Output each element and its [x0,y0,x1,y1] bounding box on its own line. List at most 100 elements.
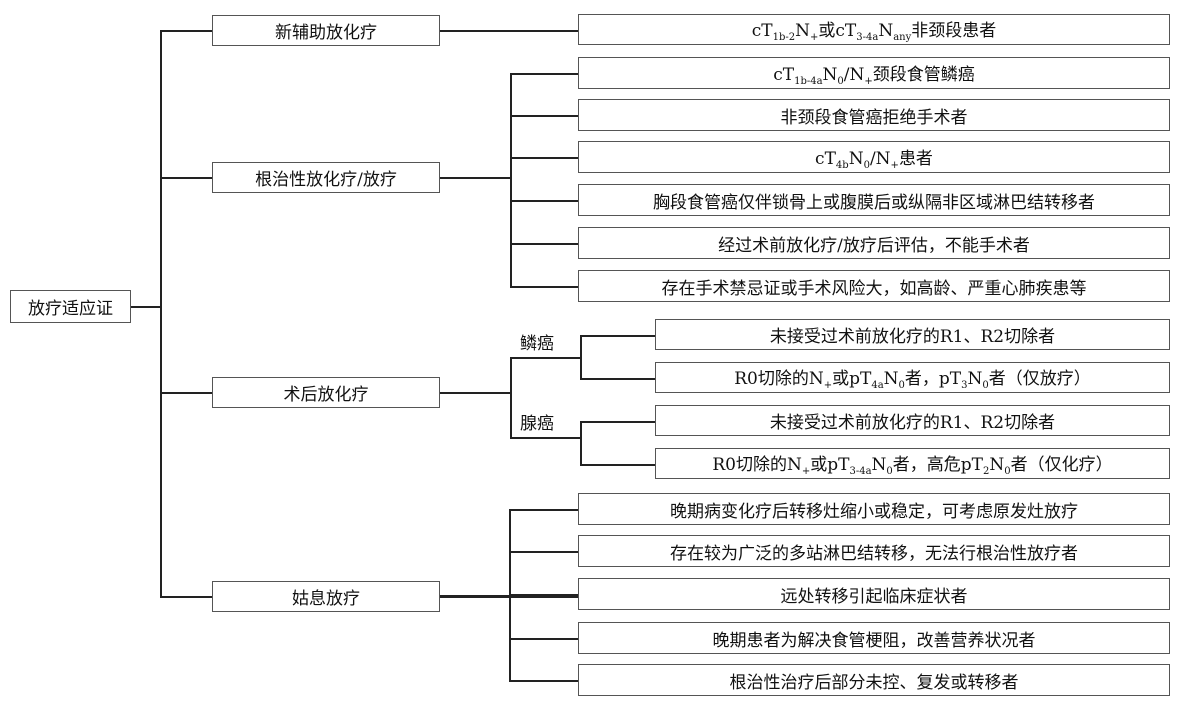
indication-box: cT1b-2N+或cT3-4aNany非颈段患者 [578,14,1170,45]
text-segment: R0切除的N [734,369,824,389]
indication-box: R0切除的N+或pT3-4aN0者，高危pT2N0者（仅化疗） [655,448,1170,479]
subscript: 1b-4a [794,75,823,87]
text-segment: N [871,455,887,475]
text-segment: 或cT [818,21,857,41]
text-segment: 未接受过术前放化疗的R1、R2切除者 [769,413,1056,433]
box-text: 晚期患者为解决食管梗阻，改善营养状况者 [713,626,1036,651]
subscript: any [893,32,912,43]
connector-line [440,392,510,394]
text-segment: 未接受过术前放化疗的R1、R2切除者 [769,327,1056,347]
connector-line [510,243,578,245]
connector-line [160,30,212,32]
box-text: 晚期病变化疗后转移灶缩小或稳定，可考虑原发灶放疗 [670,497,1078,522]
subscript: + [864,75,873,87]
connector-line [510,200,578,202]
box-text: R0切除的N+或pT3-4aN0者，高危pT2N0者（仅化疗） [712,450,1112,477]
box-text: 远处转移引起临床症状者 [781,582,968,607]
box-text: 未接受过术前放化疗的R1、R2切除者 [770,408,1055,433]
category-box: 根治性放化疗/放疗 [212,162,440,193]
connector-line [580,421,582,465]
text-segment: N [883,369,899,389]
connector-line [440,30,578,32]
connector-line [509,509,578,511]
subscript: 0 [886,466,893,477]
subscript: 4b [835,159,849,171]
box-text: 根治性治疗后部分未控、复发或转移者 [730,668,1019,693]
box-text: 非颈段食管癌拒绝手术者 [781,103,968,128]
connector-line [509,594,578,596]
subscript: + [890,159,899,171]
text-segment: cT [751,21,773,41]
connector-line [509,638,578,640]
connector-line [510,73,512,287]
text-segment: N [848,148,864,169]
connector-line [580,378,655,380]
connector-line [160,177,212,179]
subscript: + [823,380,833,391]
subscript: + [809,32,819,43]
connector-line [510,286,578,288]
text-segment: 者，pT [904,369,962,389]
indication-box: 根治性治疗后部分未控、复发或转移者 [578,664,1170,696]
text-segment: 晚期患者为解决食管梗阻，改善营养状况者 [712,630,1036,651]
indication-box: 未接受过术前放化疗的R1、R2切除者 [655,319,1170,350]
indication-box: 非颈段食管癌拒绝手术者 [578,99,1170,131]
subscript: 3-4a [856,32,879,43]
text-segment: 存在较为广泛的多站淋巴结转移，无法行根治性放疗者 [670,543,1078,564]
indication-box: cT1b-4aN0/N+颈段食管鳞癌 [578,57,1170,89]
text-segment: N [989,455,1005,475]
box-text: 存在手术禁忌证或手术风险大，如高龄、严重心肺疾患等 [662,274,1087,299]
text-segment: N [795,21,810,41]
connector-line [510,115,578,117]
connector-line [580,335,582,379]
text-segment: 存在手术禁忌证或手术风险大，如高龄、严重心肺疾患等 [661,278,1087,299]
text-segment: /N [843,64,865,85]
connector-line [510,357,580,359]
text-segment: 者（仅放疗） [988,369,1091,389]
connector-line [580,421,655,423]
subscript: 3 [961,380,968,391]
box-text: cT4bN0/N+患者 [815,144,933,171]
box-text: cT1b-2N+或cT3-4aNany非颈段患者 [752,16,997,43]
connector-line [510,437,580,439]
subscript: 0 [982,380,989,391]
connector-line [160,30,162,597]
box-text: 经过术前放化疗/放疗后评估，不能手术者 [718,231,1030,256]
text-segment: 根治性治疗后部分未控、复发或转移者 [729,672,1019,693]
connector-line [510,357,512,438]
text-segment: 胸段食管癌仅伴锁骨上或腹膜后或纵隔非区域淋巴结转移者 [653,192,1095,213]
connector-line [160,392,212,394]
connector-line [440,177,510,179]
indication-box: 存在手术禁忌证或手术风险大，如高龄、严重心肺疾患等 [578,270,1170,302]
connector-line [510,157,578,159]
subscript: 3-4a [849,466,872,477]
indication-box: 胸段食管癌仅伴锁骨上或腹膜后或纵隔非区域淋巴结转移者 [578,184,1170,216]
text-segment: 非颈段患者 [911,21,997,41]
indication-box: 经过术前放化疗/放疗后评估，不能手术者 [578,227,1170,259]
text-segment: 患者 [898,148,933,169]
subscript: 2 [983,466,990,477]
connector-line [160,596,212,598]
box-text: R0切除的N+或pT4aN0者，pT3N0者（仅放疗） [734,364,1091,391]
text-segment: 晚期病变化疗后转移灶缩小或稳定，可考虑原发灶放疗 [670,501,1078,522]
text-segment: N [878,21,894,41]
indication-box: 存在较为广泛的多站淋巴结转移，无法行根治性放疗者 [578,535,1170,567]
text-segment: cT [773,64,795,85]
group-label: 鳞癌 [520,334,554,354]
group-label: 腺癌 [520,414,554,434]
text-segment: 者，高危pT [892,455,984,475]
connector-line [580,464,655,466]
text-segment: 远处转移引起临床症状者 [780,586,968,607]
text-segment: cT [815,148,836,169]
text-segment: 或pT [810,455,850,475]
text-segment: 或pT [832,369,872,389]
indication-box: 远处转移引起临床症状者 [578,578,1170,610]
subscript: 0 [898,380,905,391]
text-segment: 者（仅化疗） [1010,455,1113,475]
indication-box: 晚期病变化疗后转移灶缩小或稳定，可考虑原发灶放疗 [578,493,1170,525]
text-segment: 非颈段食管癌拒绝手术者 [780,107,968,128]
box-text: cT1b-4aN0/N+颈段食管鳞癌 [773,60,975,87]
subscript: 4a [871,380,884,391]
connector-line [580,335,655,337]
